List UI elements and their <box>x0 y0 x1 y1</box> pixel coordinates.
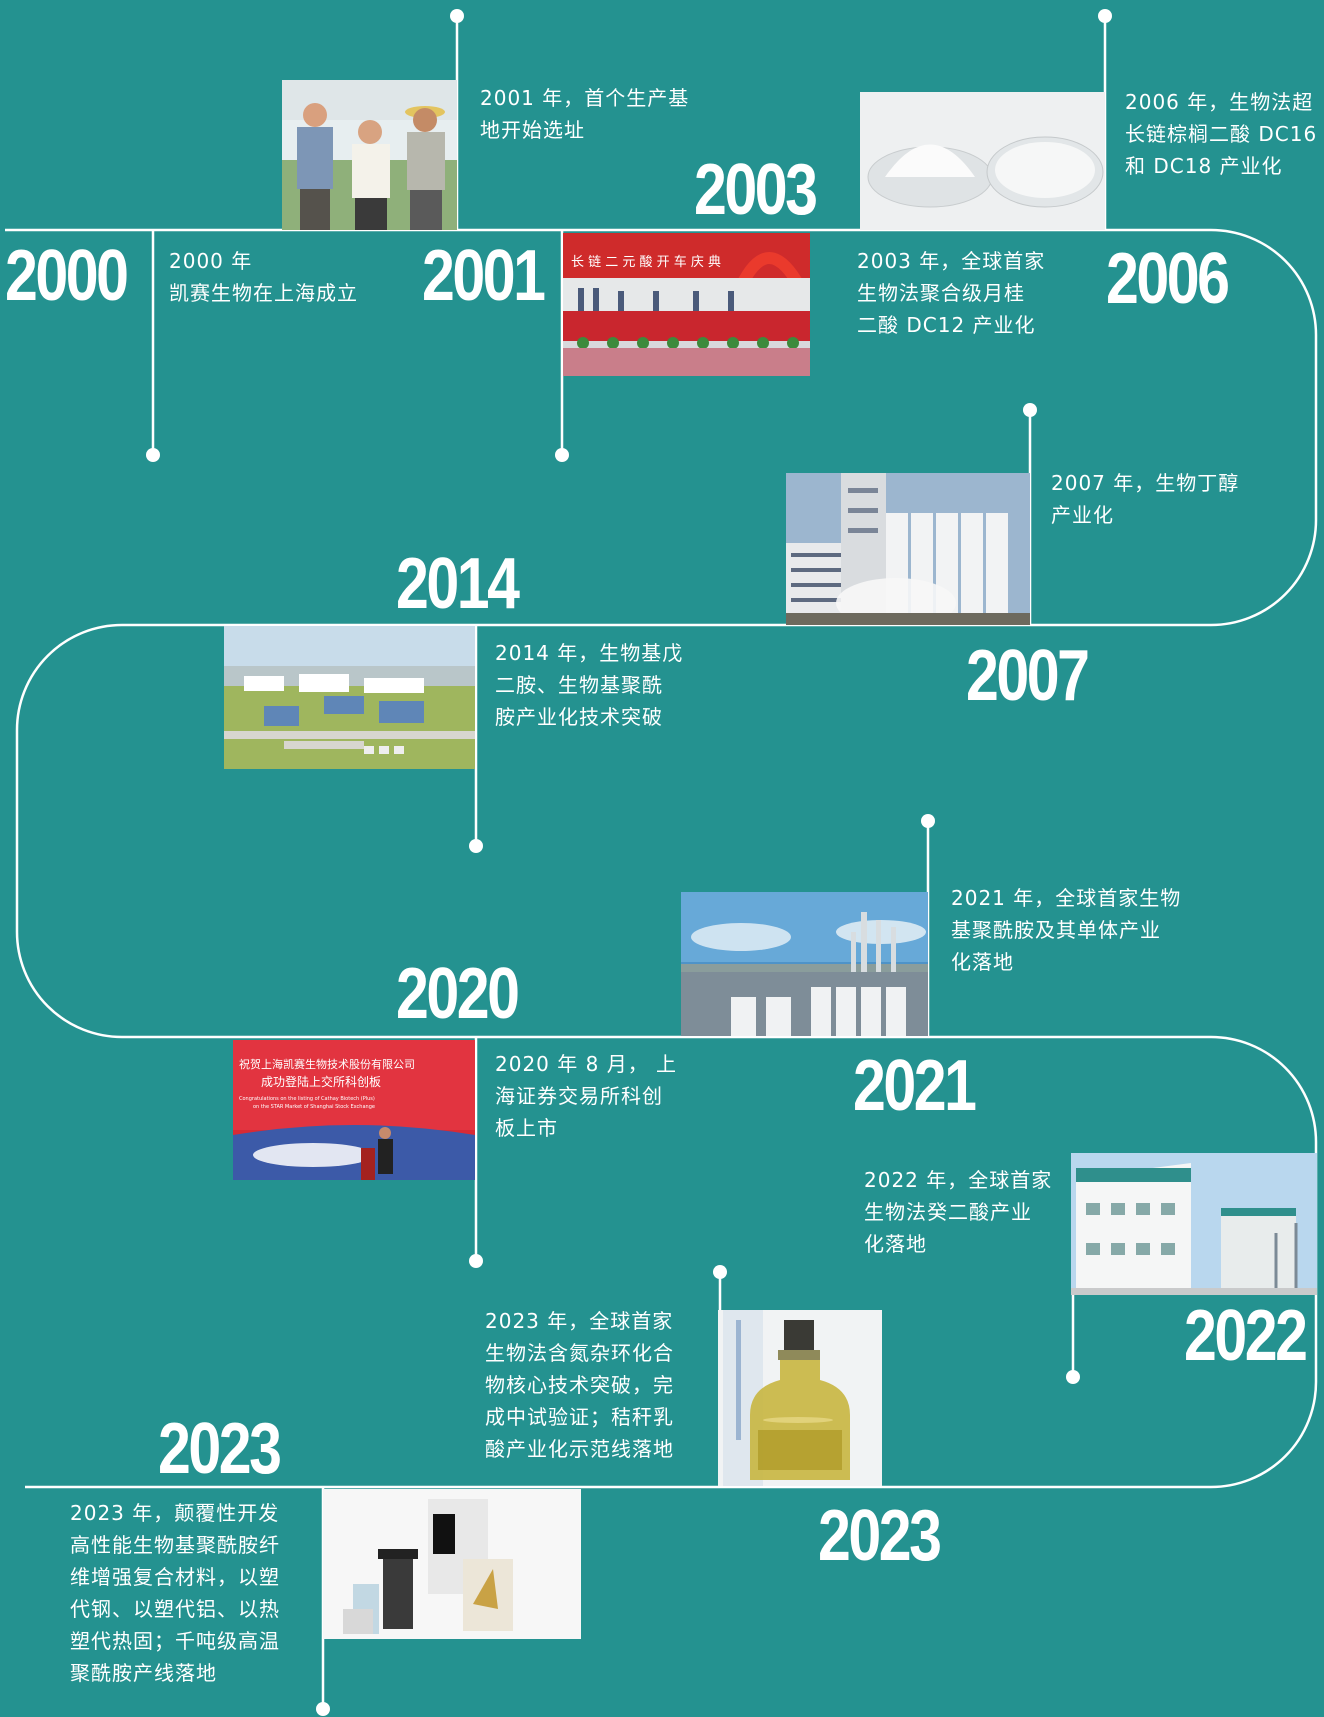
desc-2020-text: 2020 年 8 月， 上 海证券交易所科创 板上市 <box>495 1052 678 1140</box>
desc-2006-text: 2006 年，生物法超 长链棕榈二酸 DC16 和 DC18 产业化 <box>1125 90 1318 178</box>
photo-listing-ceremony: 祝贺上海凯赛生物技术股份有限公司 成功登陆上交所科创板 Congratulati… <box>233 1040 475 1180</box>
year-2007: 2007 <box>966 636 1090 716</box>
desc-2014: 2014 年，生物基戊 二胺、生物基聚酰 胺产业化技术突破 <box>495 637 683 733</box>
photo-dc-powder <box>860 92 1105 230</box>
desc-2023-lower-text: 2023 年，颠覆性开发 高性能生物基聚酰胺纤 维增强复合材料，以塑 代钢、以塑… <box>70 1501 280 1685</box>
ceremony-banner-text: 长 链 二 元 酸 开 车 庆 典 <box>571 254 721 270</box>
photo-composite-products <box>323 1489 581 1639</box>
dot-2021 <box>921 814 935 828</box>
year-2022: 2022 <box>1184 1296 1308 1376</box>
desc-2021-text: 2021 年，全球首家生物 基聚酰胺及其单体产业 化落地 <box>951 886 1182 974</box>
dot-2000 <box>146 448 160 462</box>
year-2001: 2001 <box>422 236 546 316</box>
desc-2007: 2007 年，生物丁醇 产业化 <box>1051 467 1239 531</box>
photo-founders <box>282 80 457 230</box>
year-2003: 2003 <box>694 150 818 230</box>
dot-2006 <box>1098 9 1112 23</box>
desc-2020: 2020 年 8 月， 上 海证券交易所科创 板上市 <box>495 1048 677 1144</box>
photo-aerial-base <box>224 626 475 769</box>
year-2020: 2020 <box>396 954 520 1034</box>
dot-2007 <box>1023 403 1037 417</box>
dot-2020 <box>469 1254 483 1268</box>
listing-banner-line2: 成功登陆上交所科创板 <box>261 1074 381 1089</box>
desc-2014-text: 2014 年，生物基戊 二胺、生物基聚酰 胺产业化技术突破 <box>495 641 684 729</box>
desc-2000: 2000 年 凯赛生物在上海成立 <box>169 245 358 309</box>
photo-yellow-bottle <box>718 1310 882 1486</box>
year-2006: 2006 <box>1106 239 1230 319</box>
dot-2022 <box>1066 1370 1080 1384</box>
year-2014: 2014 <box>396 544 520 624</box>
desc-2003: 2003 年，全球首家 生物法聚合级月桂 二酸 DC12 产业化 <box>857 245 1045 341</box>
year-2023-upper: 2023 <box>818 1496 942 1576</box>
year-2023-lower: 2023 <box>158 1409 282 1489</box>
year-2000: 2000 <box>5 236 129 316</box>
dot-2014 <box>469 839 483 853</box>
desc-2007-text: 2007 年，生物丁醇 产业化 <box>1051 471 1240 527</box>
dot-2003 <box>555 448 569 462</box>
photo-decanedioic-plant <box>1071 1153 1317 1295</box>
desc-2000-text: 2000 年 凯赛生物在上海成立 <box>169 249 358 305</box>
desc-2023-upper: 2023 年，全球首家 生物法含氮杂环化合 物核心技术突破，完 成中试验证；秸秆… <box>485 1305 674 1465</box>
desc-2021: 2021 年，全球首家生物 基聚酰胺及其单体产业 化落地 <box>951 882 1181 978</box>
desc-2022: 2022 年，全球首家 生物法癸二酸产业 化落地 <box>864 1164 1052 1260</box>
listing-banner-line3: Congratulations on the listing of Cathay… <box>239 1096 375 1102</box>
dot-2001 <box>450 9 464 23</box>
desc-2001-text: 2001 年，首个生产基 地开始选址 <box>480 86 690 142</box>
listing-banner-line4: on the STAR Market of Shanghai Stock Exc… <box>253 1104 375 1110</box>
photo-ceremony: 长 链 二 元 酸 开 车 庆 典 <box>563 233 810 376</box>
desc-2023-lower: 2023 年，颠覆性开发 高性能生物基聚酰胺纤 维增强复合材料，以塑 代钢、以塑… <box>70 1497 280 1689</box>
desc-2001: 2001 年，首个生产基 地开始选址 <box>480 82 689 146</box>
desc-2022-text: 2022 年，全球首家 生物法癸二酸产业 化落地 <box>864 1168 1053 1256</box>
dot-2023a <box>713 1265 727 1279</box>
listing-banner-line1: 祝贺上海凯赛生物技术股份有限公司 <box>239 1057 415 1071</box>
photo-polyamide-plant <box>681 892 928 1036</box>
desc-2006: 2006 年，生物法超 长链棕榈二酸 DC16 和 DC18 产业化 <box>1125 86 1317 182</box>
timeline-path <box>5 228 1318 1489</box>
year-2021: 2021 <box>853 1046 977 1126</box>
dot-2023b <box>316 1702 330 1716</box>
photo-butanol-plant <box>786 473 1030 625</box>
desc-2023-upper-text: 2023 年，全球首家 生物法含氮杂环化合 物核心技术突破，完 成中试验证；秸秆… <box>485 1309 674 1461</box>
desc-2003-text: 2003 年，全球首家 生物法聚合级月桂 二酸 DC12 产业化 <box>857 249 1046 337</box>
